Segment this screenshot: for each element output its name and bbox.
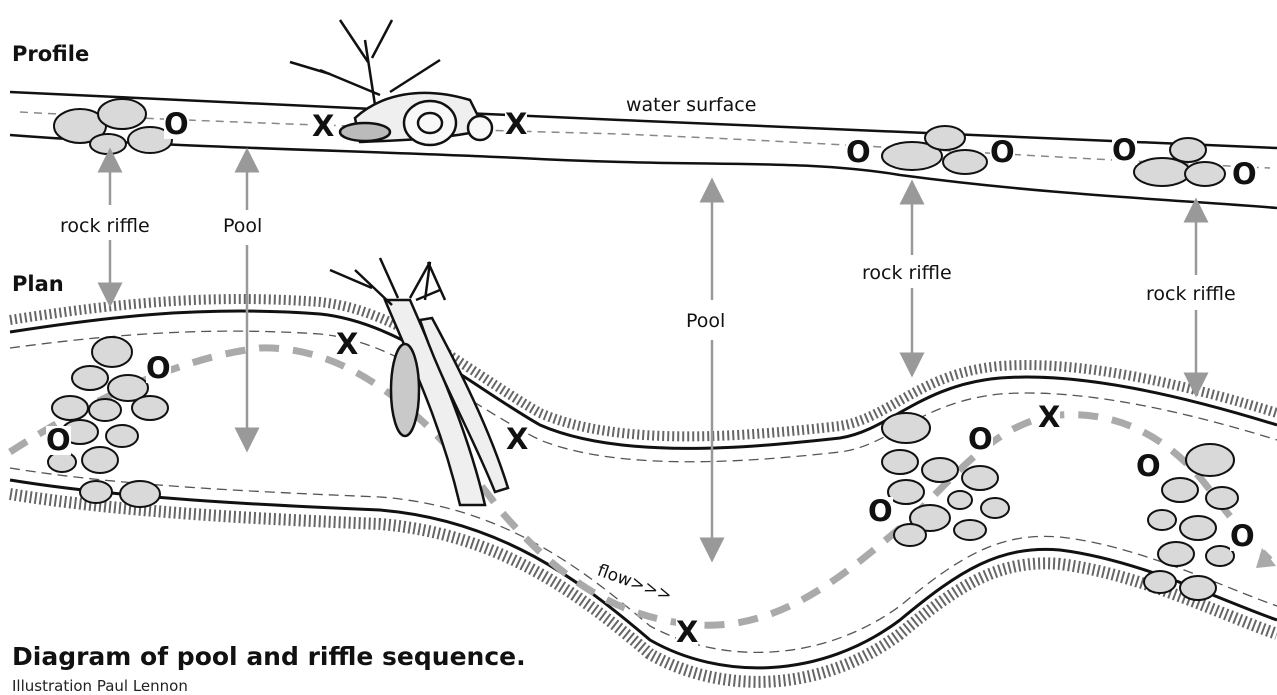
- riffle-marker: O: [164, 110, 189, 139]
- plan-upper-inner-edge: [10, 331, 1277, 462]
- profile-rocks-middle: [882, 126, 987, 174]
- riffle-marker: O: [1230, 522, 1255, 551]
- riffle-marker: O: [968, 425, 993, 454]
- measurement-arrows: [110, 160, 1196, 550]
- pool-marker: X: [676, 618, 698, 647]
- riffle-marker: O: [146, 354, 171, 383]
- pool-marker: X: [506, 425, 528, 454]
- flow-arrowhead: [1256, 548, 1276, 568]
- diagram-caption: Diagram of pool and riffle sequence.: [12, 642, 526, 671]
- riffle-marker: O: [1112, 136, 1137, 165]
- pool-marker: X: [312, 112, 334, 141]
- pool-marker: X: [1038, 403, 1060, 432]
- profile-bed-line: [10, 135, 1277, 208]
- plan-fallen-tree: [330, 258, 508, 505]
- rock-riffle-label-1: rock riffle: [60, 215, 150, 237]
- riffle-marker: O: [846, 138, 871, 167]
- illustration-credit: Illustration Paul Lennon: [12, 677, 188, 695]
- riffle-marker: O: [868, 497, 893, 526]
- rock-riffle-label-2: rock riffle: [862, 262, 952, 284]
- profile-rocks-left: [54, 99, 172, 154]
- riffle-marker: O: [46, 426, 71, 455]
- plan-view: [10, 258, 1277, 682]
- pool-marker: X: [505, 110, 527, 139]
- plan-upper-bank: [10, 311, 1277, 448]
- plan-lower-inner-edge: [10, 468, 1277, 652]
- pool-label-2: Pool: [686, 310, 725, 332]
- pool-label-1: Pool: [223, 215, 262, 237]
- riffle-marker: O: [1136, 452, 1161, 481]
- riffle-marker: O: [1232, 160, 1257, 189]
- plan-heading: Plan: [12, 272, 64, 296]
- water-surface-label: water surface: [626, 94, 756, 116]
- riffle-marker: O: [990, 138, 1015, 167]
- pool-marker: X: [336, 330, 358, 359]
- rock-riffle-label-3: rock riffle: [1146, 283, 1236, 305]
- profile-heading: Profile: [12, 42, 89, 66]
